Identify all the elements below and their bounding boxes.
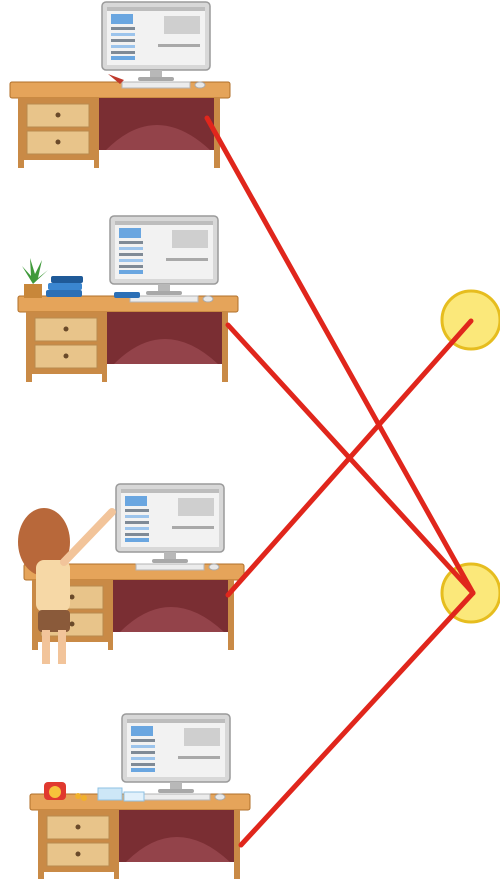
book-icon [114, 292, 140, 298]
drawer-knob [76, 852, 81, 857]
desk-leg [102, 312, 107, 382]
screen-text-line [172, 526, 214, 529]
book-icon [51, 276, 83, 283]
desk-3 [18, 484, 244, 664]
screen-image [172, 230, 208, 248]
mouse [215, 794, 225, 800]
drawer-knob [64, 354, 69, 359]
screen-list-line [119, 259, 143, 262]
mouse [195, 82, 205, 88]
screen-block [111, 14, 133, 24]
screen-list-line [119, 253, 143, 256]
screen-block [131, 768, 155, 772]
paper-icon [98, 788, 122, 800]
screen-list-line [111, 33, 135, 36]
screen-list-line [119, 247, 143, 250]
connection-line-desk-1-node-bottom [207, 118, 473, 593]
screen-list-line [125, 509, 149, 512]
screen-list-line [125, 521, 149, 524]
monitor-titlebar [127, 719, 225, 723]
paper-icon [124, 792, 144, 801]
desk-leg [94, 98, 99, 168]
screen-text-line [166, 258, 208, 261]
monitor-stand [164, 552, 176, 560]
mouse [203, 296, 213, 302]
screen-block [119, 228, 141, 238]
monitor-base [146, 291, 182, 295]
screen-list-line [131, 763, 155, 766]
screen-image [178, 498, 214, 516]
desk-leg [222, 312, 228, 382]
screen-list-line [131, 745, 155, 748]
screen-text-line [158, 44, 200, 47]
monitor-base [158, 789, 194, 793]
screen-list-line [131, 739, 155, 742]
screen-list-line [111, 27, 135, 30]
desk-leg [108, 580, 113, 650]
girl-shirt [36, 560, 70, 612]
desk-2 [18, 216, 238, 382]
screen-image [184, 728, 220, 746]
screen-list-line [119, 265, 143, 268]
keyboard [122, 82, 190, 88]
drawer-knob [64, 327, 69, 332]
mouse [209, 564, 219, 570]
keyboard [130, 296, 198, 302]
screen-list-line [119, 241, 143, 244]
drawer-knob [70, 595, 75, 600]
screen-block [125, 496, 147, 506]
desk-leg [26, 312, 32, 382]
screen-block [119, 270, 143, 274]
girl-leg [42, 630, 50, 664]
drawer-knob [76, 825, 81, 830]
monitor-base [138, 77, 174, 81]
girl-shorts [38, 610, 70, 632]
screen-text-line [178, 756, 220, 759]
coin-icon [81, 795, 87, 801]
screen-list-line [125, 527, 149, 530]
keyboard [136, 564, 204, 570]
screen-list-line [111, 39, 135, 42]
connection-line-desk-4-node-bottom [241, 593, 473, 845]
screen-image [164, 16, 200, 34]
screen-list-line [125, 533, 149, 536]
girl-arm [64, 512, 112, 562]
plant-pot [24, 284, 42, 298]
drawer-knob [56, 113, 61, 118]
plant-icon [22, 258, 48, 284]
desk-leg [38, 810, 44, 879]
monitor-stand [170, 782, 182, 790]
desk-leg [18, 98, 24, 168]
book-icon [46, 290, 82, 297]
screen-list-line [131, 751, 155, 754]
screen-list-line [111, 45, 135, 48]
screen-list-line [111, 51, 135, 54]
desk-leg [114, 810, 119, 879]
monitor-base [152, 559, 188, 563]
book-icon [48, 283, 82, 290]
clock-face [49, 786, 61, 798]
monitor-titlebar [121, 489, 219, 493]
coin-icon [75, 793, 81, 799]
keyboard [142, 794, 210, 800]
monitor-titlebar [115, 221, 213, 225]
screen-list-line [125, 515, 149, 518]
screen-block [125, 538, 149, 542]
screen-block [111, 56, 135, 60]
drawer-knob [56, 140, 61, 145]
monitor-stand [150, 70, 162, 78]
girl-leg [58, 630, 66, 664]
screen-block [131, 726, 153, 736]
desk-4 [30, 714, 250, 879]
monitor-stand [158, 284, 170, 292]
screen-list-line [131, 757, 155, 760]
drawer-knob [70, 622, 75, 627]
monitor-titlebar [107, 7, 205, 11]
desk-1 [10, 2, 230, 168]
